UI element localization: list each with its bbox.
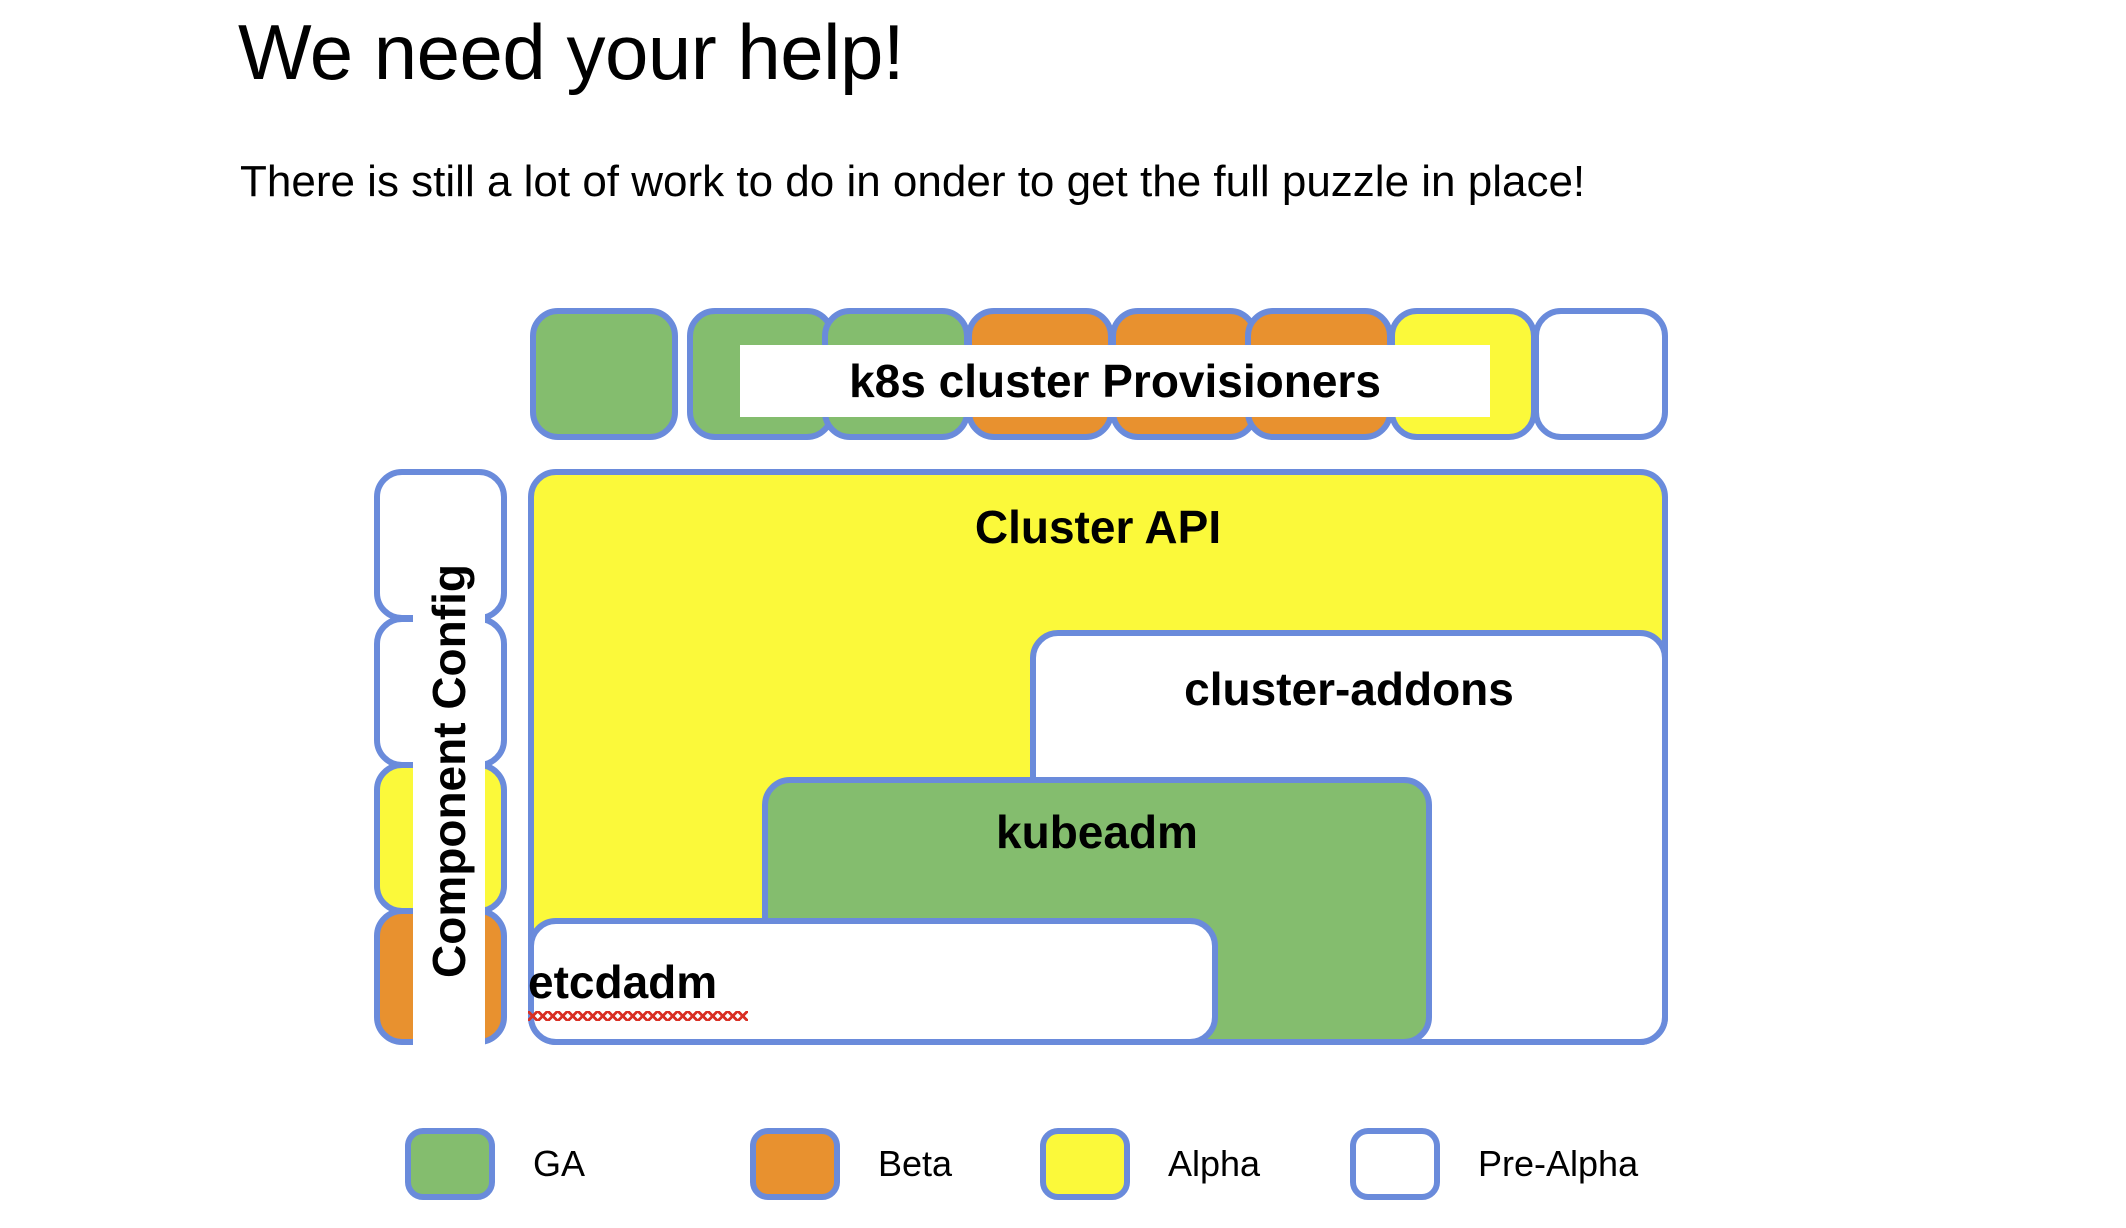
legend-swatch-beta-icon (750, 1128, 840, 1200)
provisioner-box-8 (1533, 308, 1668, 440)
legend-swatch-ga-icon (405, 1128, 495, 1200)
etcdadm-box (528, 918, 1218, 1045)
legend-item-pre-alpha: Pre-Alpha (1350, 1125, 1638, 1203)
component-config-label-text: Component Config (423, 564, 476, 978)
legend-label-pre-alpha: Pre-Alpha (1478, 1143, 1639, 1184)
provisioner-box-1 (530, 308, 678, 440)
legend-item-alpha: Alpha (1040, 1125, 1260, 1203)
legend-label-beta: Beta (878, 1143, 953, 1184)
k8s-cluster-provisioners-label: k8s cluster Provisioners (740, 345, 1490, 417)
legend: GA Beta Alpha Pre-Alpha (405, 1125, 1685, 1205)
page-subtitle: There is still a lot of work to do in on… (240, 157, 1586, 206)
legend-item-ga: GA (405, 1125, 585, 1203)
legend-swatch-pre-alpha-icon (1350, 1128, 1440, 1200)
legend-swatch-alpha-icon (1040, 1128, 1130, 1200)
legend-label-alpha: Alpha (1168, 1143, 1261, 1184)
legend-label-ga: GA (533, 1143, 586, 1184)
component-config-label: Component Config (413, 497, 485, 1045)
legend-item-beta: Beta (750, 1125, 952, 1203)
page-title: We need your help! (238, 8, 905, 96)
